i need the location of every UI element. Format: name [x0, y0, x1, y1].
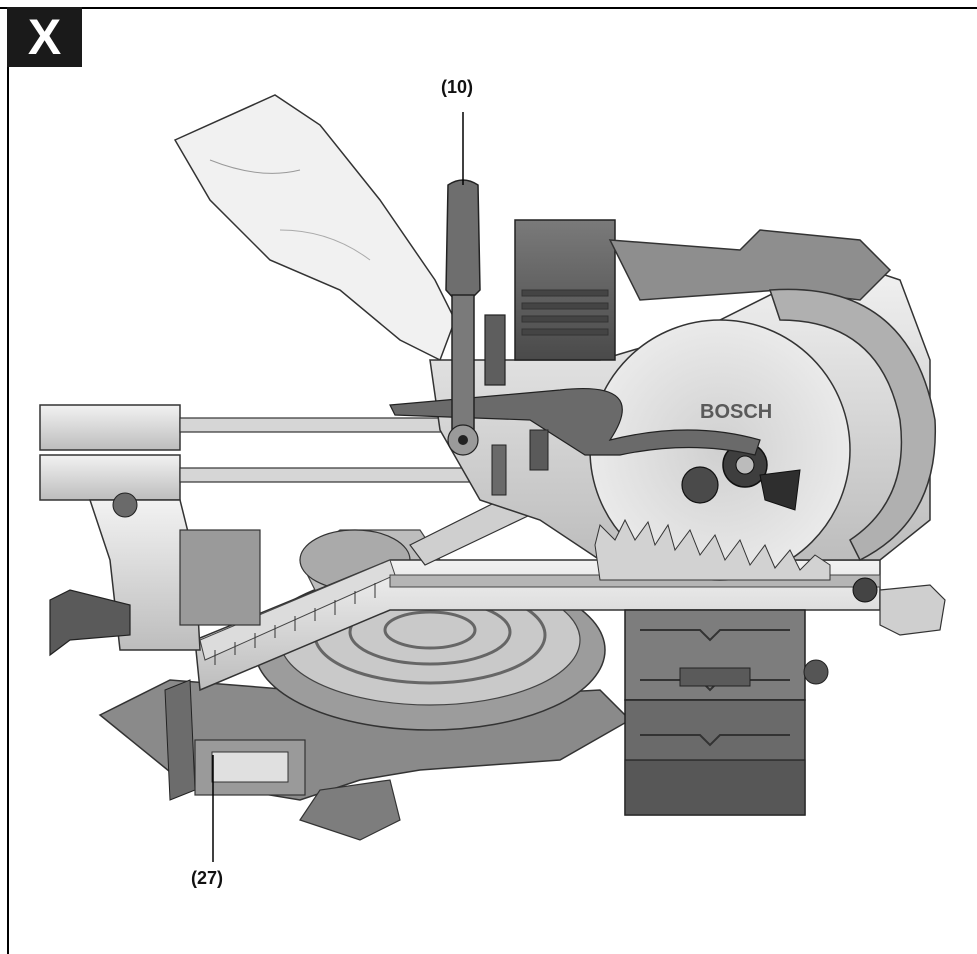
callout-27: (27) — [191, 868, 224, 888]
figure-badge: X — [7, 7, 82, 67]
handle-part-10 — [445, 179, 549, 496]
dust-bag — [173, 94, 456, 362]
callout-10: (10) — [441, 77, 474, 97]
slide-rails — [39, 404, 481, 657]
frame-top-rule — [0, 7, 977, 9]
saw-head — [389, 219, 946, 636]
storage-case — [624, 609, 829, 816]
brand-mark: BOSCH — [700, 401, 772, 423]
frame-left-rule — [7, 7, 9, 954]
